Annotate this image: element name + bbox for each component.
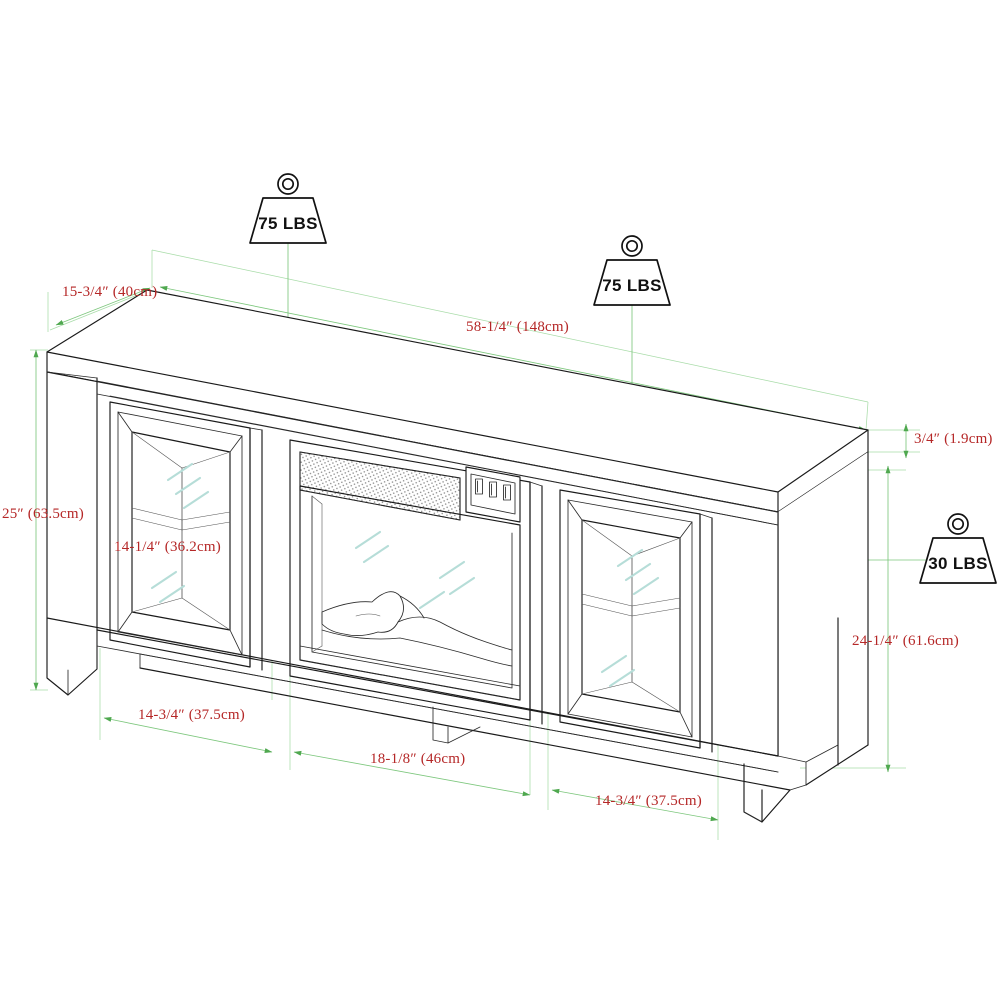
- mesh-vent-grille: [299, 451, 461, 521]
- front-right-leg: [743, 763, 791, 823]
- glass-reflection: [354, 530, 476, 610]
- weight-label-side-right: 30 LBS: [928, 554, 987, 573]
- electric-fireplace-insert: [289, 439, 543, 725]
- fireplace-console-body: [46, 289, 869, 823]
- log-ember-bed: [321, 591, 513, 667]
- top-rail: [96, 380, 779, 526]
- dimension-label-left-cabinet-width: 14-3/4″ (37.5cm): [138, 707, 245, 723]
- left-glass-door-cabinet: [109, 401, 263, 671]
- dimension-label-height-to-top-underside: 24-1/4″ (61.6cm): [852, 633, 959, 649]
- front-left-leg: [46, 371, 98, 696]
- dimension-label-right-cabinet-width: 14-3/4″ (37.5cm): [595, 793, 702, 809]
- weight-icon-side-right: 30 LBS: [919, 513, 997, 584]
- weight-label-top-left: 75 LBS: [258, 214, 317, 233]
- dimension-label-top-thickness: 3/4″ (1.9cm): [914, 431, 993, 447]
- dimension-label-depth-top: 15-3/4″ (40cm): [62, 284, 157, 300]
- weight-icon-top-right: 75 LBS: [593, 235, 671, 306]
- weight-label-top-right: 75 LBS: [602, 276, 661, 295]
- dimension-label-width-top: 58-1/4″ (148cm): [466, 319, 569, 335]
- fireplace-control-switches[interactable]: [465, 466, 521, 523]
- bottom-rail: [96, 629, 807, 791]
- glass-reflection: [150, 462, 210, 604]
- right-glass-door-cabinet: [559, 489, 713, 753]
- center-support-leg: [432, 706, 481, 744]
- dimension-label-height-overall: 25″ (63.5cm): [2, 506, 84, 522]
- dimension-labels-group: 15-3/4″ (40cm) 58-1/4″ (148cm) 25″ (63.5…: [2, 284, 993, 809]
- dimension-label-cabinet-interior-height: 14-1/4″ (36.2cm): [114, 539, 221, 555]
- weight-icon-top-left: 75 LBS: [249, 173, 327, 244]
- glass-reflection: [600, 548, 660, 688]
- dimension-label-fireplace-width: 18-1/8″ (46cm): [370, 751, 465, 767]
